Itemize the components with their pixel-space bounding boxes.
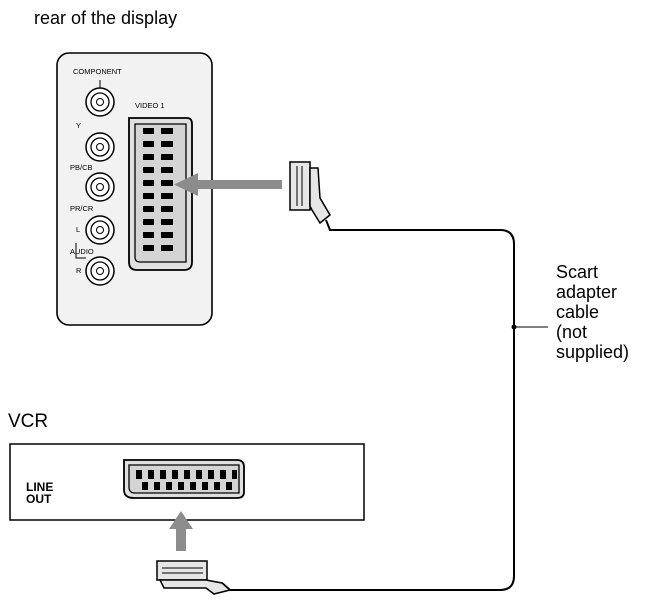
jack-label-l: L: [76, 225, 81, 234]
video1-label: VIDEO 1: [135, 101, 165, 110]
jack-label-pr: PR/CR: [70, 204, 94, 213]
cable-label-line: (not: [556, 322, 588, 342]
scart-plug-bottom: [156, 560, 232, 595]
cable-label-line: cable: [556, 302, 600, 322]
scart-cable: [221, 219, 515, 591]
cable-label-line: adapter: [556, 282, 618, 302]
scart-socket-vcr: [123, 459, 245, 499]
arrow-to-display: [174, 173, 282, 196]
cable-label-line: Scart: [556, 262, 599, 282]
jack-label-r: R: [76, 266, 82, 275]
line-out-line: LINE: [26, 480, 54, 494]
jack-label-pb: PB/CB: [70, 163, 93, 172]
jack-label-audio: AUDIO: [70, 247, 94, 256]
line-out-line: OUT: [26, 492, 52, 506]
cable-label: Scart adapter cable (not supplied): [556, 262, 646, 362]
component-label: COMPONENT: [73, 67, 122, 76]
jack-label-y: Y: [76, 121, 82, 130]
line-out-label: LINE OUT: [26, 481, 53, 505]
scart-plug-top: [289, 161, 331, 225]
arrow-to-vcr: [169, 511, 193, 551]
rear-of-display-label: rear of the display: [34, 8, 178, 28]
cable-label-line: supplied): [556, 342, 630, 362]
vcr-label: VCR: [8, 411, 49, 432]
component-audio-jacks: [75, 80, 115, 286]
scart-socket-display: [128, 117, 193, 271]
